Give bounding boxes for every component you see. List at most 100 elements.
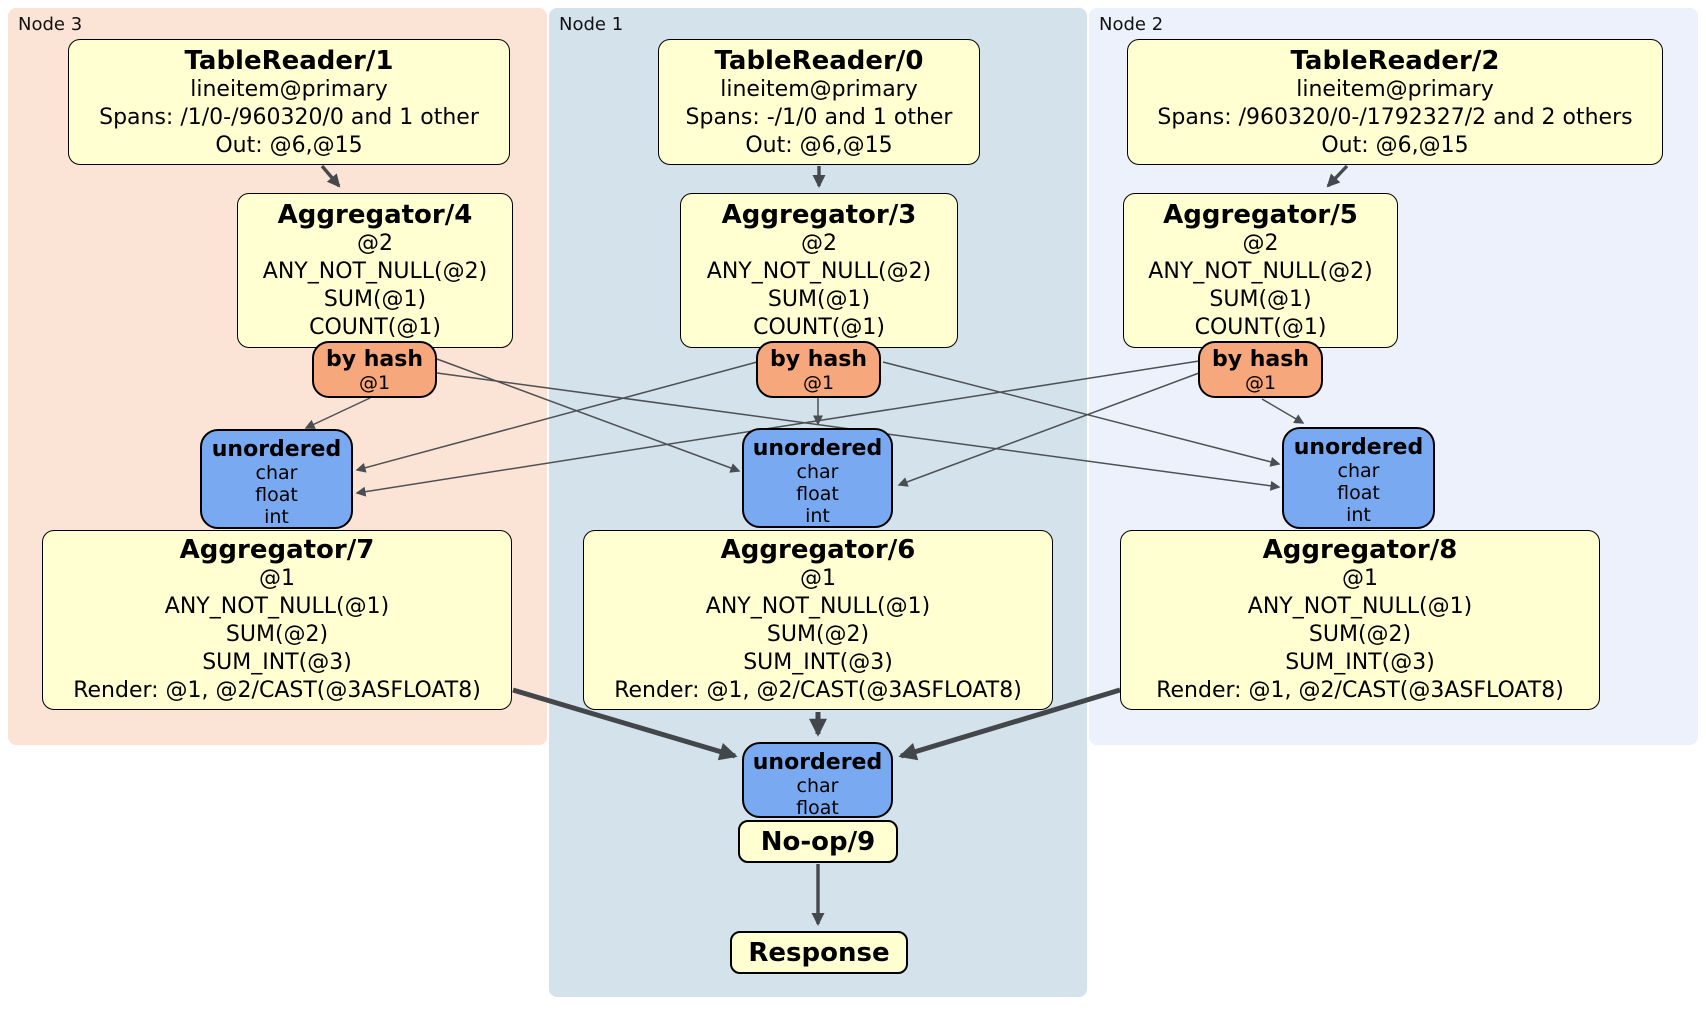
sync-line: char — [1337, 460, 1380, 482]
processor-title: Aggregator/7 — [179, 535, 375, 565]
sync-title: unordered — [1293, 435, 1424, 460]
router-title: by hash — [325, 347, 423, 372]
edge-line — [897, 372, 1200, 487]
sync-unordered-center: unordered char float int — [742, 428, 893, 528]
response-title: Response — [748, 937, 890, 968]
sync-line: char — [796, 461, 839, 483]
sync-line: char — [796, 775, 839, 797]
processor-line: Spans: /1/0-/960320/0 and 1 other — [99, 105, 479, 130]
processor-line: @2 — [1242, 231, 1279, 256]
processor-line: ANY_NOT_NULL(@1) — [1247, 594, 1473, 619]
processor-line: SUM(@1) — [323, 287, 427, 312]
processor-line: lineitem@primary — [1296, 77, 1494, 102]
processor-line: SUM(@2) — [1308, 622, 1412, 647]
processor-aggregator-6: Aggregator/6 @1 ANY_NOT_NULL(@1) SUM(@2)… — [583, 530, 1053, 710]
processor-line: COUNT(@1) — [309, 315, 441, 340]
sync-title: unordered — [752, 750, 883, 775]
processor-line: Out: @6,@15 — [215, 133, 363, 158]
sync-unordered-left: unordered char float int — [200, 429, 353, 529]
processor-line: @2 — [801, 231, 837, 256]
response-node: Response — [730, 931, 908, 974]
processor-line: @1 — [800, 566, 836, 591]
router-line: @1 — [358, 372, 391, 394]
processor-tablereader-2: TableReader/2 lineitem@primary Spans: /9… — [1127, 39, 1663, 165]
processor-title: Aggregator/4 — [277, 200, 473, 230]
processor-line: SUM_INT(@3) — [1285, 650, 1435, 675]
sync-line: float — [1337, 482, 1380, 504]
processor-line: @2 — [357, 231, 393, 256]
processor-line: @1 — [1342, 566, 1378, 591]
processor-title: Aggregator/3 — [721, 200, 917, 230]
edge-line — [898, 687, 1121, 761]
processor-line: ANY_NOT_NULL(@2) — [1148, 259, 1373, 284]
edge-line — [355, 361, 758, 473]
edge-line — [1326, 164, 1349, 188]
panel-node-3-label: Node 3 — [18, 14, 83, 35]
edge-line — [882, 361, 1281, 467]
sync-line: int — [805, 505, 830, 527]
processor-noop-9: No-op/9 — [738, 820, 898, 863]
router-line: @1 — [1244, 372, 1277, 394]
processor-line: SUM_INT(@3) — [743, 650, 893, 675]
sync-line: float — [796, 483, 839, 505]
sync-title: unordered — [211, 437, 342, 462]
sync-title: unordered — [752, 436, 883, 461]
processor-line: SUM_INT(@3) — [202, 650, 352, 675]
processor-title: TableReader/1 — [184, 46, 394, 76]
processor-line: @1 — [259, 566, 295, 591]
processor-line: ANY_NOT_NULL(@1) — [164, 594, 390, 619]
processor-aggregator-8: Aggregator/8 @1 ANY_NOT_NULL(@1) SUM(@2)… — [1120, 530, 1600, 710]
processor-line: Out: @6,@15 — [745, 133, 893, 158]
processor-tablereader-1: TableReader/1 lineitem@primary Spans: /1… — [68, 39, 510, 165]
processor-title: No-op/9 — [760, 826, 876, 857]
processor-line: ANY_NOT_NULL(@1) — [705, 594, 931, 619]
router-by-hash-center: by hash @1 — [756, 341, 881, 398]
router-title: by hash — [1211, 347, 1309, 372]
processor-tablereader-0: TableReader/0 lineitem@primary Spans: -/… — [658, 39, 980, 165]
processor-line: Render: @1, @2/CAST(@3ASFLOAT8) — [1156, 678, 1564, 703]
edge-line — [320, 164, 341, 188]
processor-title: Aggregator/6 — [720, 535, 916, 565]
edge-line — [436, 358, 741, 473]
sync-line: char — [255, 462, 298, 484]
edge-line — [304, 397, 371, 429]
router-line: @1 — [802, 372, 835, 394]
sync-line: int — [264, 506, 289, 528]
processor-line: ANY_NOT_NULL(@2) — [262, 259, 488, 284]
processor-line: Spans: /960320/0-/1792327/2 and 2 others — [1157, 105, 1633, 130]
processor-title: Aggregator/5 — [1163, 200, 1358, 230]
processor-title: TableReader/0 — [714, 46, 924, 76]
edge-line — [1261, 398, 1305, 424]
processor-line: Out: @6,@15 — [1321, 133, 1469, 158]
sync-line: float — [796, 797, 839, 819]
panel-node-1-label: Node 1 — [559, 14, 624, 35]
processor-line: lineitem@primary — [190, 77, 388, 102]
processor-aggregator-4: Aggregator/4 @2 ANY_NOT_NULL(@2) SUM(@1)… — [237, 193, 513, 348]
processor-line: COUNT(@1) — [753, 315, 885, 340]
processor-line: ANY_NOT_NULL(@2) — [706, 259, 932, 284]
processor-line: SUM(@1) — [1209, 287, 1312, 312]
edge-line — [512, 687, 738, 761]
processor-aggregator-5: Aggregator/5 @2 ANY_NOT_NULL(@2) SUM(@1)… — [1123, 193, 1398, 348]
processor-line: SUM(@1) — [767, 287, 871, 312]
sync-unordered-bottom: unordered char float — [742, 742, 893, 819]
panel-node-2-label: Node 2 — [1099, 14, 1164, 35]
router-by-hash-right: by hash @1 — [1198, 341, 1323, 398]
processor-aggregator-3: Aggregator/3 @2 ANY_NOT_NULL(@2) SUM(@1)… — [680, 193, 958, 348]
processor-title: TableReader/2 — [1290, 46, 1500, 76]
processor-line: Render: @1, @2/CAST(@3ASFLOAT8) — [73, 678, 481, 703]
sync-line: float — [255, 484, 298, 506]
router-title: by hash — [769, 347, 867, 372]
sync-unordered-right: unordered char float int — [1282, 427, 1435, 529]
processor-line: Spans: -/1/0 and 1 other — [685, 105, 953, 130]
edge-line — [355, 360, 1200, 497]
router-by-hash-left: by hash @1 — [312, 341, 437, 398]
processor-line: lineitem@primary — [720, 77, 918, 102]
processor-line: SUM(@2) — [766, 622, 870, 647]
processor-line: COUNT(@1) — [1194, 315, 1327, 340]
processor-line: SUM(@2) — [225, 622, 329, 647]
processor-title: Aggregator/8 — [1262, 535, 1458, 565]
processor-aggregator-7: Aggregator/7 @1 ANY_NOT_NULL(@1) SUM(@2)… — [42, 530, 512, 710]
